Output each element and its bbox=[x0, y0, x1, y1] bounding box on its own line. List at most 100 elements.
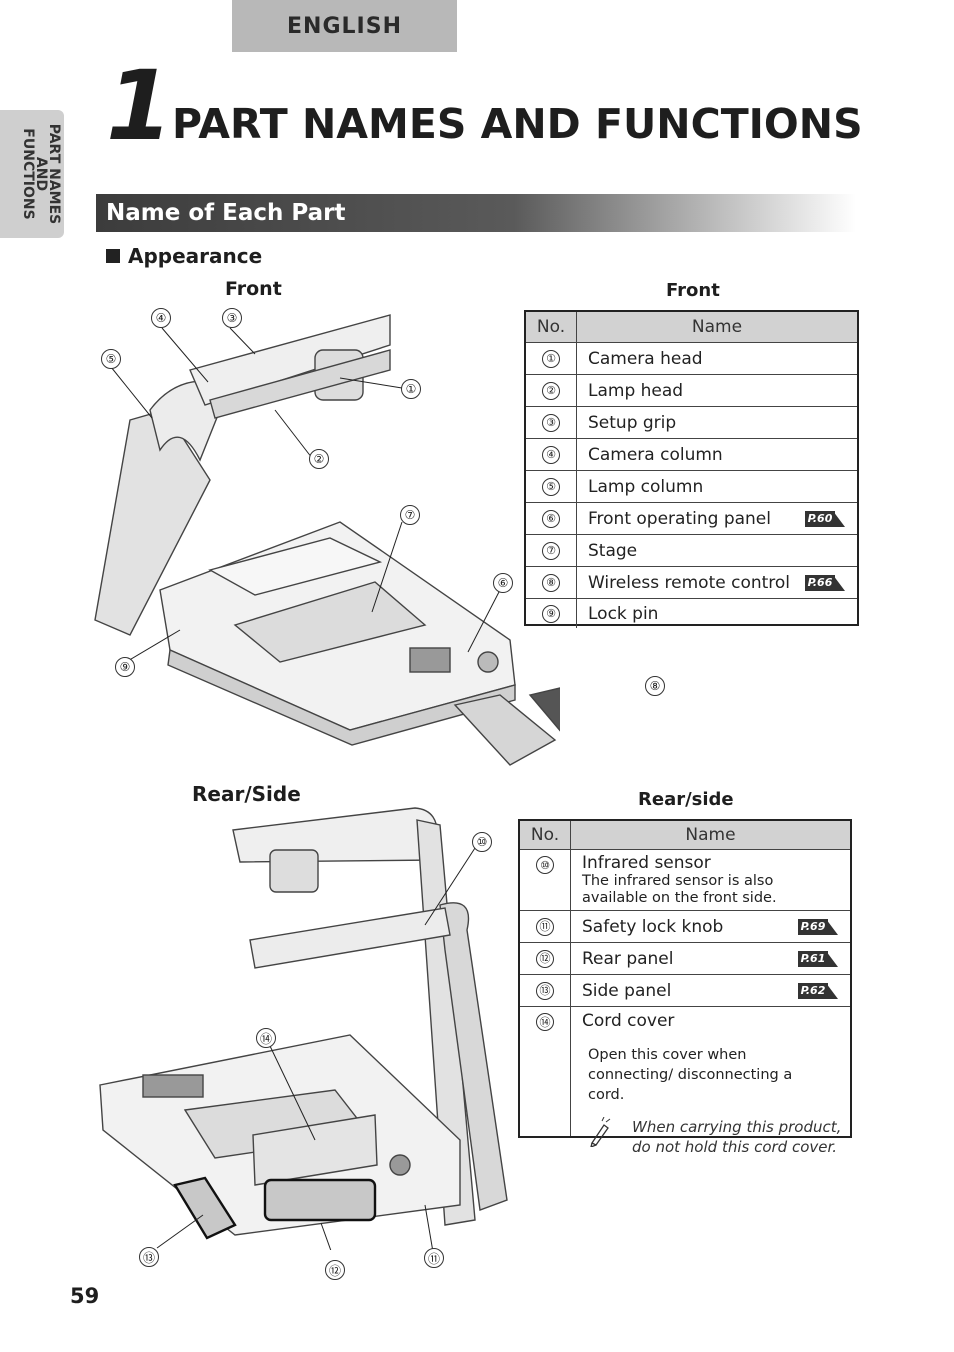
row-name: Lamp column bbox=[588, 476, 704, 497]
rear-figure-label: Rear/Side bbox=[192, 782, 301, 806]
row-name-cell: Infrared sensor The infrared sensor is a… bbox=[571, 850, 850, 910]
row-number: ⑦ bbox=[542, 541, 560, 560]
callout-6: ⑥ bbox=[493, 573, 513, 593]
callout-9: ⑨ bbox=[115, 657, 135, 677]
header-name: Name bbox=[685, 825, 736, 845]
page-ref-label: P.69 bbox=[798, 918, 828, 935]
callout-11: ⑪ bbox=[424, 1248, 444, 1268]
pencil-note-icon bbox=[590, 1117, 611, 1147]
callout-1: ① bbox=[401, 379, 421, 399]
page-ref-icon: P.69 bbox=[798, 917, 840, 937]
page-ref-label: P.61 bbox=[798, 950, 828, 967]
callout-2: ② bbox=[309, 449, 329, 469]
rear-table-title: Rear/side bbox=[638, 789, 734, 810]
header-no: No. bbox=[520, 821, 571, 849]
row-name: Lock pin bbox=[588, 603, 659, 624]
side-chapter-tab: PART NAMES AND FUNCTIONS bbox=[0, 110, 64, 238]
row-name: Stage bbox=[588, 540, 638, 561]
page-ref-icon: P.61 bbox=[798, 949, 840, 969]
page-ref-label: P.66 bbox=[805, 574, 835, 591]
caution-note: When carrying this product, do not hold … bbox=[586, 1117, 842, 1157]
callout-8: ⑧ bbox=[645, 676, 665, 696]
row-number: ⑬ bbox=[536, 981, 554, 1000]
row-name-cell: Cord cover Open this cover when connecti… bbox=[571, 1007, 850, 1156]
row-name-cell: Front operating panel P.60 bbox=[577, 503, 857, 534]
header-no: No. bbox=[526, 312, 577, 342]
table-row: ⑪ Safety lock knob P.69 bbox=[520, 910, 850, 942]
page-number: 59 bbox=[70, 1284, 100, 1308]
section-title: Name of Each Part bbox=[96, 194, 856, 232]
row-number: ⑧ bbox=[542, 573, 560, 592]
row-number: ⑥ bbox=[542, 509, 560, 528]
row-number: ⑨ bbox=[542, 604, 560, 623]
callout-5: ⑤ bbox=[101, 349, 121, 369]
row-number: ② bbox=[542, 381, 560, 400]
callout-13: ⑬ bbox=[139, 1247, 159, 1267]
row-number: ⑭ bbox=[536, 1013, 554, 1031]
row-description: The infrared sensor is also available on… bbox=[582, 873, 777, 906]
page-ref-icon: P.60 bbox=[805, 509, 847, 529]
table-row: ③ Setup grip bbox=[526, 406, 857, 438]
table-row: ⑬ Side panel P.62 bbox=[520, 974, 850, 1006]
header-name: Name bbox=[691, 317, 743, 337]
language-tab: ENGLISH bbox=[232, 0, 457, 52]
subsection-label: Appearance bbox=[128, 244, 263, 268]
table-header: No. Name bbox=[520, 821, 850, 849]
chapter-number: 1 bbox=[106, 50, 173, 162]
page-ref-label: P.60 bbox=[805, 510, 835, 527]
row-name: Infrared sensor bbox=[582, 853, 711, 873]
row-number: ⑪ bbox=[536, 917, 554, 936]
side-tab-label: PART NAMES AND FUNCTIONS bbox=[20, 123, 62, 225]
rear-illustration bbox=[99, 807, 508, 1250]
subsection-title: Appearance bbox=[106, 244, 262, 268]
table-header: No. Name bbox=[526, 312, 857, 342]
row-number: ⑫ bbox=[536, 949, 554, 968]
row-number: ⑤ bbox=[542, 477, 560, 496]
page-ref-label: P.62 bbox=[798, 982, 828, 999]
table-row: ⑨ Lock pin bbox=[526, 598, 857, 628]
row-name-cell: Safety lock knob P.69 bbox=[571, 911, 850, 942]
row-name: Front operating panel bbox=[588, 508, 771, 529]
callout-4: ④ bbox=[151, 308, 171, 328]
row-description: Open this cover when connecting/ disconn… bbox=[588, 1047, 793, 1103]
row-number: ① bbox=[542, 349, 560, 368]
row-number: ⑩ bbox=[536, 856, 554, 874]
front-parts-table: No. Name ① Camera head ② Lamp head ③ Set… bbox=[524, 310, 859, 628]
square-bullet-icon bbox=[106, 249, 120, 263]
callout-12: ⑫ bbox=[325, 1260, 345, 1280]
row-name: Setup grip bbox=[588, 412, 677, 433]
row-number: ④ bbox=[542, 445, 560, 464]
row-name-cell: Wireless remote control P.66 bbox=[577, 567, 857, 598]
table-row: ⑤ Lamp column bbox=[526, 470, 857, 502]
row-name-cell: Rear panel P.61 bbox=[571, 943, 850, 974]
row-name: Side panel bbox=[582, 980, 672, 1001]
table-row: ⑧ Wireless remote control P.66 bbox=[526, 566, 857, 598]
table-row: ② Lamp head bbox=[526, 374, 857, 406]
row-name: Camera column bbox=[588, 444, 723, 465]
row-number: ③ bbox=[542, 413, 560, 432]
table-row: ⑦ Stage bbox=[526, 534, 857, 566]
table-row: ⑥ Front operating panel P.60 bbox=[526, 502, 857, 534]
row-name: Lamp head bbox=[588, 380, 684, 401]
table-row: ① Camera head bbox=[526, 342, 857, 374]
row-name: Safety lock knob bbox=[582, 916, 724, 937]
row-name: Wireless remote control bbox=[588, 572, 791, 593]
row-name: Rear panel bbox=[582, 948, 674, 969]
chapter-title: PART NAMES AND FUNCTIONS bbox=[172, 100, 863, 148]
table-row: ⑫ Rear panel P.61 bbox=[520, 942, 850, 974]
callout-7: ⑦ bbox=[400, 505, 420, 525]
callout-10: ⑩ bbox=[472, 832, 492, 852]
rear-parts-table: No. Name ⑩ Infrared sensor The infrared … bbox=[518, 819, 852, 1156]
row-name-cell: Side panel P.62 bbox=[571, 975, 850, 1006]
row-name: Cord cover bbox=[582, 1011, 675, 1031]
table-row: ⑩ Infrared sensor The infrared sensor is… bbox=[520, 849, 850, 910]
front-illustration bbox=[94, 314, 560, 766]
front-figure-label: Front bbox=[225, 278, 282, 300]
callout-3: ③ bbox=[222, 308, 242, 328]
row-name: Camera head bbox=[588, 348, 703, 369]
page-ref-icon: P.66 bbox=[805, 573, 847, 593]
front-table-title: Front bbox=[666, 280, 720, 301]
table-row: ④ Camera column bbox=[526, 438, 857, 470]
page-ref-icon: P.62 bbox=[798, 981, 840, 1001]
caution-text: When carrying this product, do not hold … bbox=[632, 1118, 842, 1156]
